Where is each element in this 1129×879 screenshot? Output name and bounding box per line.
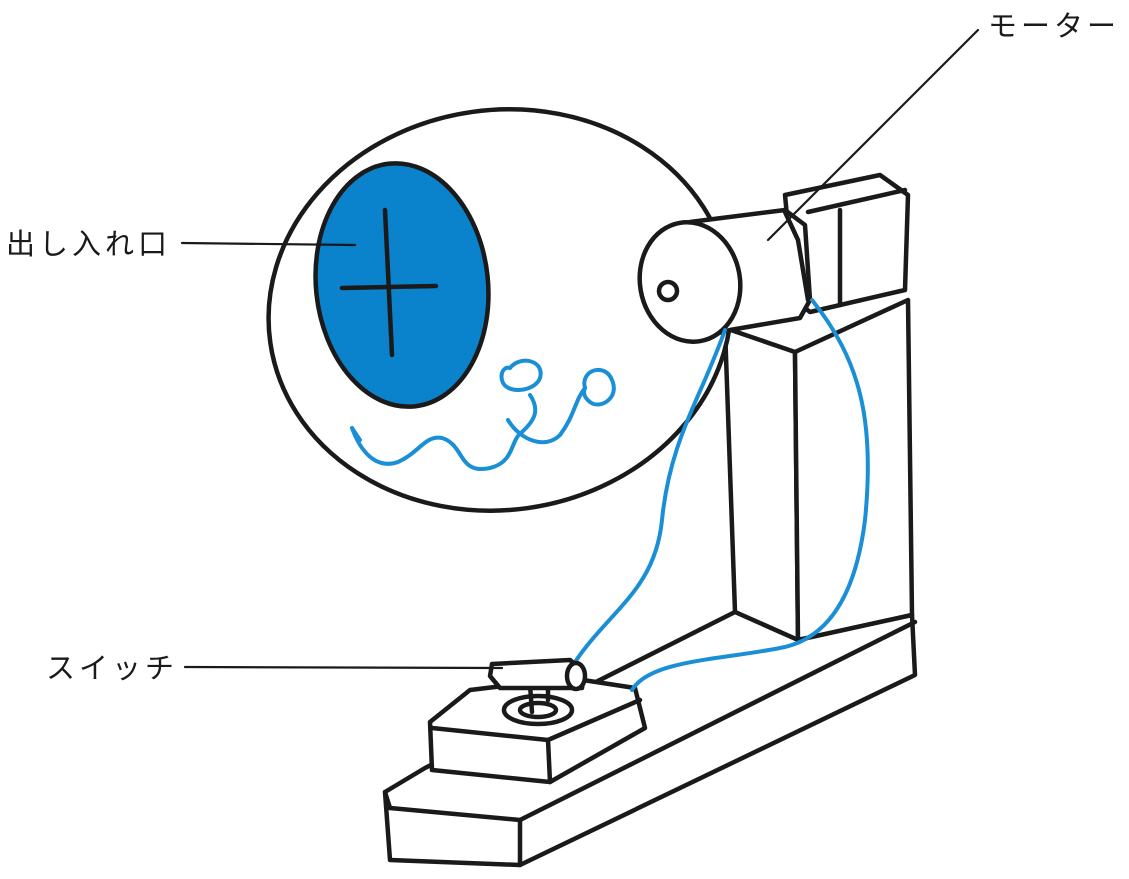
stand-pillar xyxy=(722,172,915,643)
stand-base xyxy=(382,609,918,868)
motor-label: モーター xyxy=(988,9,1120,43)
door-leader-line xyxy=(180,241,357,247)
switch-label: スイッチ xyxy=(46,651,178,685)
motor-leader-line xyxy=(766,28,980,242)
switch-leader-line xyxy=(183,665,504,670)
switch xyxy=(487,657,588,727)
motor xyxy=(637,207,813,344)
door xyxy=(313,161,491,409)
wires xyxy=(350,298,870,692)
door-label: 出し入れ口 xyxy=(6,227,171,261)
